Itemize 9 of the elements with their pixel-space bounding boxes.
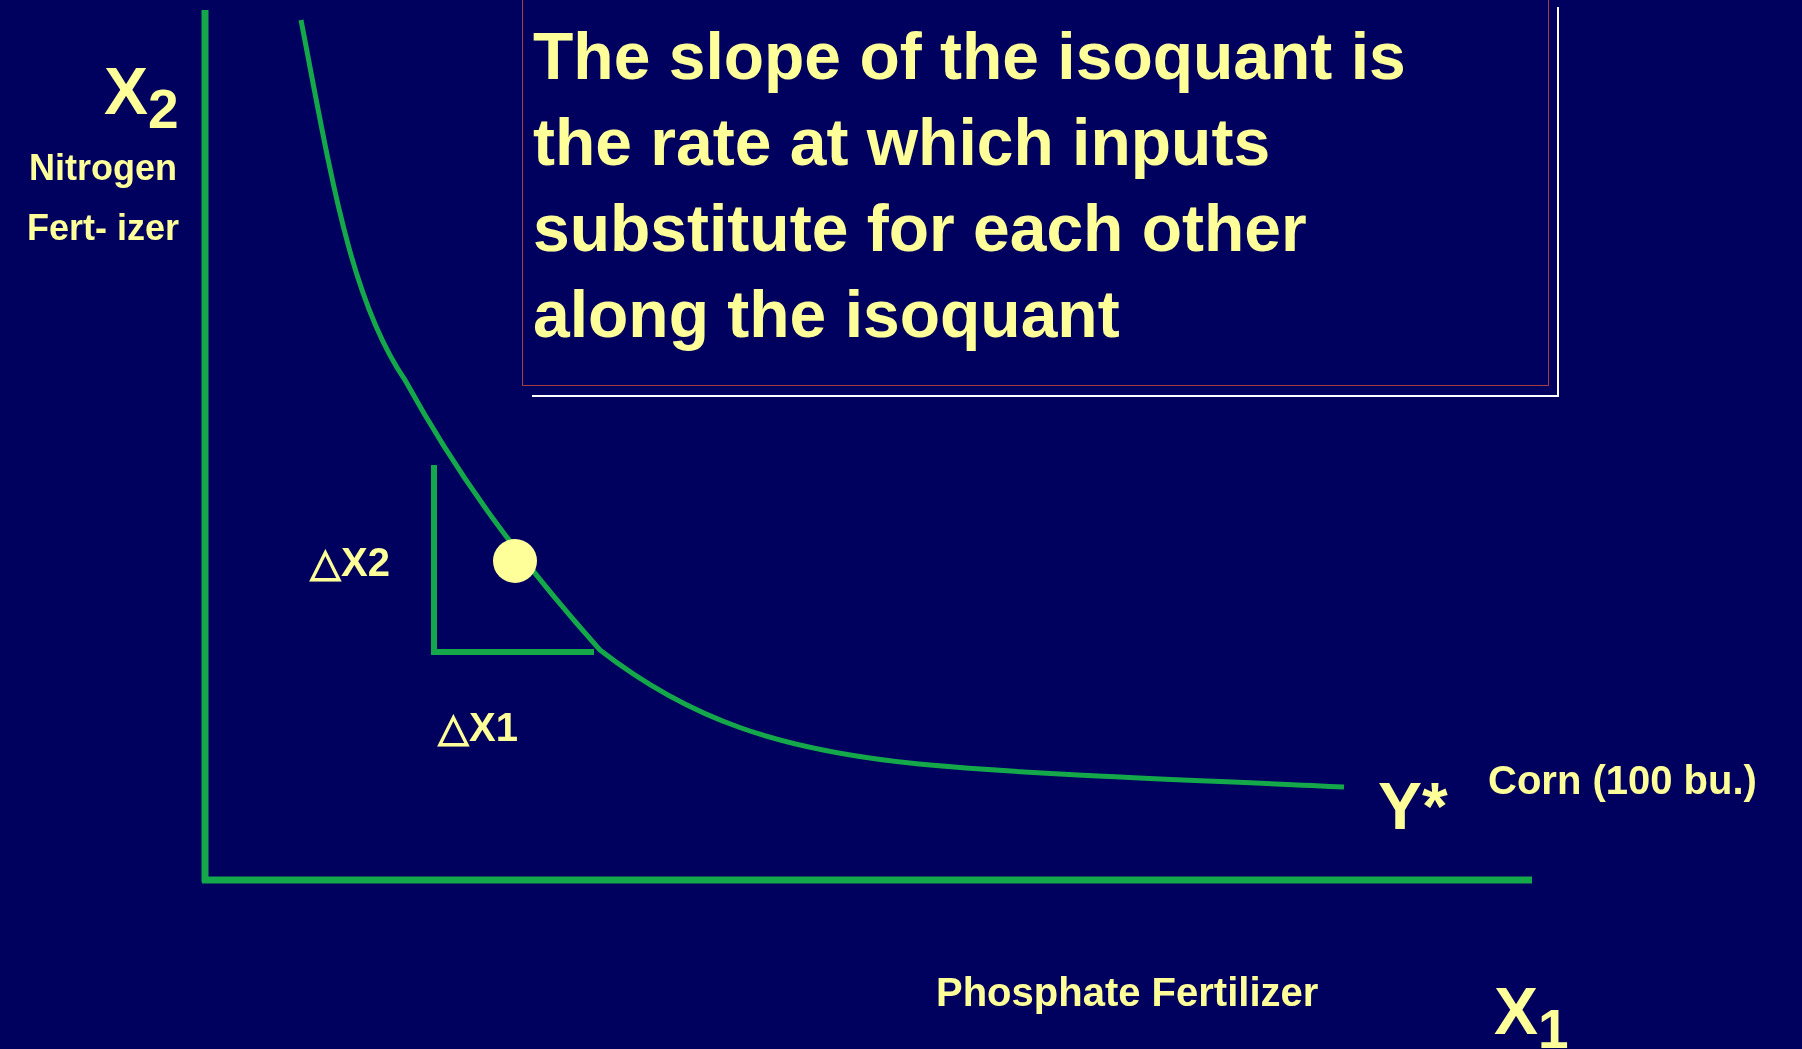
delta-label: △X2 [310, 540, 390, 584]
curve-label: Corn (100 bu.) [1488, 758, 1757, 802]
delta-label: △X1 [438, 705, 518, 749]
heading-text: The slope of the isoquant is the rate at which inputs substitute for each other along the isoquant [532, 18, 1407, 353]
axis-label: X$_{2}$ [104, 55, 179, 140]
axis-title: Nitrogen Fert- izer [25, 146, 180, 250]
curve-label: Y* [1378, 770, 1448, 843]
axis-label: X$_{1}$ [1494, 975, 1569, 1049]
axis-title: Phosphate Fertilizer [936, 970, 1319, 1014]
